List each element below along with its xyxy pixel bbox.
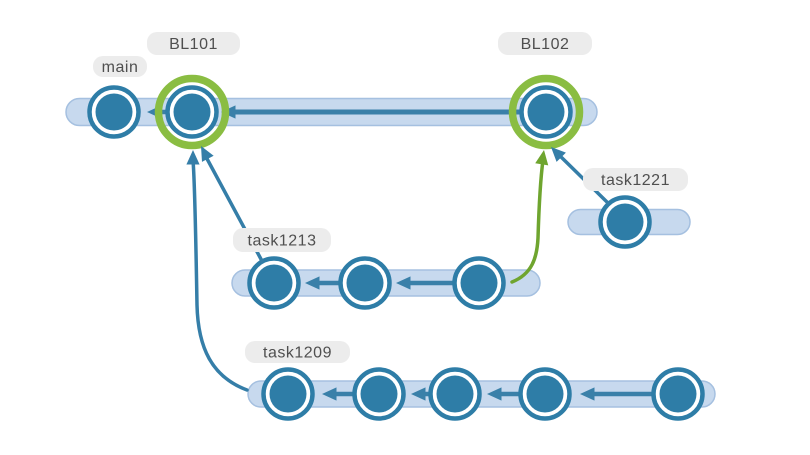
commit-bl102-highlight-ring [508,74,584,150]
merge-task1221-to-bl102-line [555,151,610,205]
branch-label-bl102-text: BL102 [521,36,570,53]
merge-task1213-to-bl102-line [510,158,545,284]
commit-main[interactable] [87,85,141,139]
commit-task1209-1-core [269,375,307,413]
branch-label-bl101-text: BL101 [169,36,218,53]
branch-label-main[interactable]: main [93,56,147,77]
arrow-task1209-c5-to-c4 [580,387,656,401]
layer-commits [87,74,705,421]
commit-task1221-core [606,203,644,241]
commit-main-core [95,93,133,131]
commit-task1209-5[interactable] [651,367,705,421]
commit-task1209-3[interactable] [428,367,482,421]
commit-task1209-5-core [659,375,697,413]
commit-task1213-2-core [346,264,384,302]
commit-task1213-2[interactable] [338,256,392,310]
branch-label-main-bg [93,56,147,77]
layer-merge-arrows [186,146,610,392]
branch-label-task1221[interactable]: task1221 [583,168,688,191]
branch-label-bl101[interactable]: BL101 [147,32,240,55]
layer-labels: main BL101 BL102 task1221 task1213 task1209 [93,32,688,363]
layer-tracks [65,97,716,408]
arrow-task1209-c2-to-c1-arrowhead-icon [322,387,337,401]
branch-label-task1209-bg [245,341,350,363]
merge-task1221-to-bl102 [551,147,610,205]
branch-label-task1213-text: task1213 [248,233,317,250]
merge-task1221-to-bl102-arrowhead-icon [551,147,566,162]
commit-bl101-highlight-ring [154,74,230,150]
merge-task1213-to-bl102-arrowhead-icon [535,150,549,166]
arrow-task1209-c4-to-c3-arrowhead-icon [487,387,502,401]
branch-label-task1213[interactable]: task1213 [233,228,331,252]
commit-task1209-1[interactable] [261,367,315,421]
merge-task1213-to-bl102 [510,150,549,284]
commit-task1209-2[interactable] [352,367,406,421]
commit-task1213-1-core [255,264,293,302]
layer-track-arrows [147,105,656,401]
commit-task1213-1[interactable] [247,256,301,310]
branch-label-main-text: main [102,59,139,76]
branch-label-task1213-bg [233,228,331,252]
branch-label-bl102-bg [498,32,592,55]
merge-task1209-to-bl101-line [191,158,249,392]
commit-task1209-4[interactable] [518,367,572,421]
commit-bl101-core [173,93,211,131]
branch-label-task1209-text: task1209 [263,345,332,362]
commit-bl102-core [527,93,565,131]
merge-task1209-to-bl101 [186,150,249,392]
branch-label-bl101-bg [147,32,240,55]
arrow-task1209-c3-to-c2-arrowhead-icon [411,387,426,401]
arrow-task1209-c4-to-c3 [487,387,523,401]
arrow-task1213-c3-to-c2-arrowhead-icon [396,276,411,290]
branch-label-task1209[interactable]: task1209 [245,341,350,363]
branch-label-task1221-bg [583,168,688,191]
commit-task1209-2-core [360,375,398,413]
commit-bl101[interactable] [154,74,230,150]
commit-task1213-3[interactable] [452,256,506,310]
branch-label-task1221-text: task1221 [601,172,670,189]
commit-task1209-3-core [436,375,474,413]
merge-task1209-to-bl101-arrowhead-icon [186,150,200,165]
arrow-task1213-c3-to-c2 [396,276,456,290]
arrow-task1209-c5-to-c4-arrowhead-icon [580,387,595,401]
commit-task1221[interactable] [598,195,652,249]
branch-label-bl102[interactable]: BL102 [498,32,592,55]
arrow-task1213-c2-to-c1 [305,276,343,290]
commit-task1213-3-core [460,264,498,302]
arrow-task1213-c2-to-c1-arrowhead-icon [305,276,320,290]
merge-task1213-to-bl101-arrowhead-icon [201,146,214,162]
arrow-task1209-c2-to-c1 [322,387,357,401]
commit-task1209-4-core [526,375,564,413]
commit-bl102[interactable] [508,74,584,150]
